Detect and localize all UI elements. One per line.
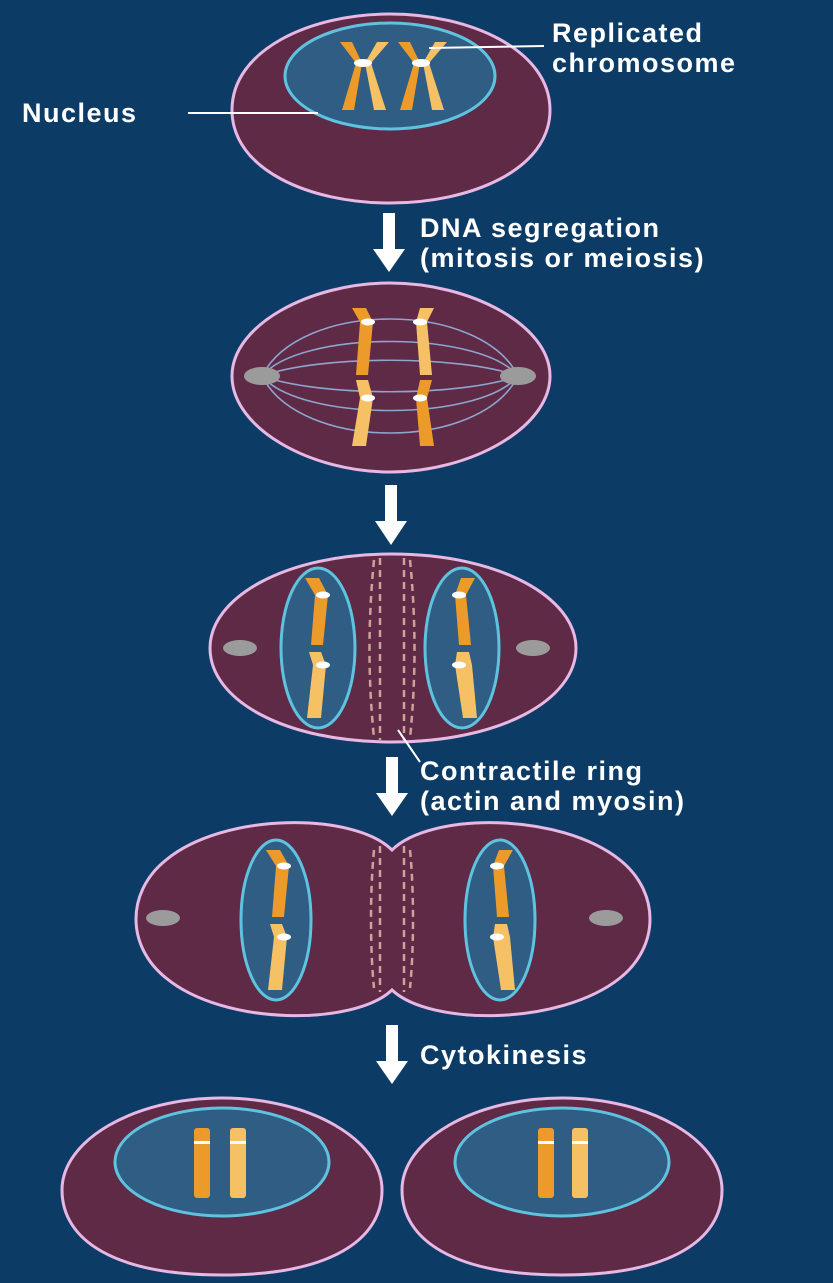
nucleus [115, 1108, 329, 1216]
label-line: DNA segregation [420, 213, 705, 243]
centrosome [223, 640, 257, 656]
daughter-cell [62, 1098, 382, 1275]
down-arrow-icon [375, 485, 407, 545]
contractile-ring-label: Contractile ring (actin and myosin) [420, 756, 686, 816]
cytokinesis-label: Cytokinesis [420, 1040, 588, 1070]
label-line: chromosome [552, 48, 737, 78]
nucleus-label: Nucleus [22, 98, 138, 128]
centrosome [146, 910, 180, 926]
mitotic-spindle-cell [232, 283, 550, 472]
down-arrow-icon [373, 213, 405, 272]
down-arrow-icon [376, 757, 408, 816]
cell-membrane [136, 823, 650, 1016]
chromosome [194, 1128, 210, 1198]
label-line: Contractile ring [420, 756, 686, 786]
chromosome [230, 1128, 246, 1198]
centrosome [589, 910, 623, 926]
label-line: (mitosis or meiosis) [420, 243, 705, 273]
centrosome [244, 367, 280, 385]
centrosome [516, 640, 550, 656]
chromosome [572, 1128, 588, 1198]
chromosome [538, 1128, 554, 1198]
nucleus [455, 1108, 669, 1216]
replicated-chromosome-label: Replicated chromosome [552, 18, 737, 78]
label-line: (actin and myosin) [420, 786, 686, 816]
label-line: Replicated [552, 18, 737, 48]
daughter-cells [62, 1098, 722, 1275]
daughter-cell [402, 1098, 722, 1275]
dna-segregation-label: DNA segregation (mitosis or meiosis) [420, 213, 705, 273]
cleavage-furrow-cell [136, 823, 650, 1016]
down-arrow-icon [376, 1025, 408, 1084]
anaphase-cell [210, 554, 576, 762]
interphase-cell [188, 14, 550, 203]
centrosome [500, 367, 536, 385]
